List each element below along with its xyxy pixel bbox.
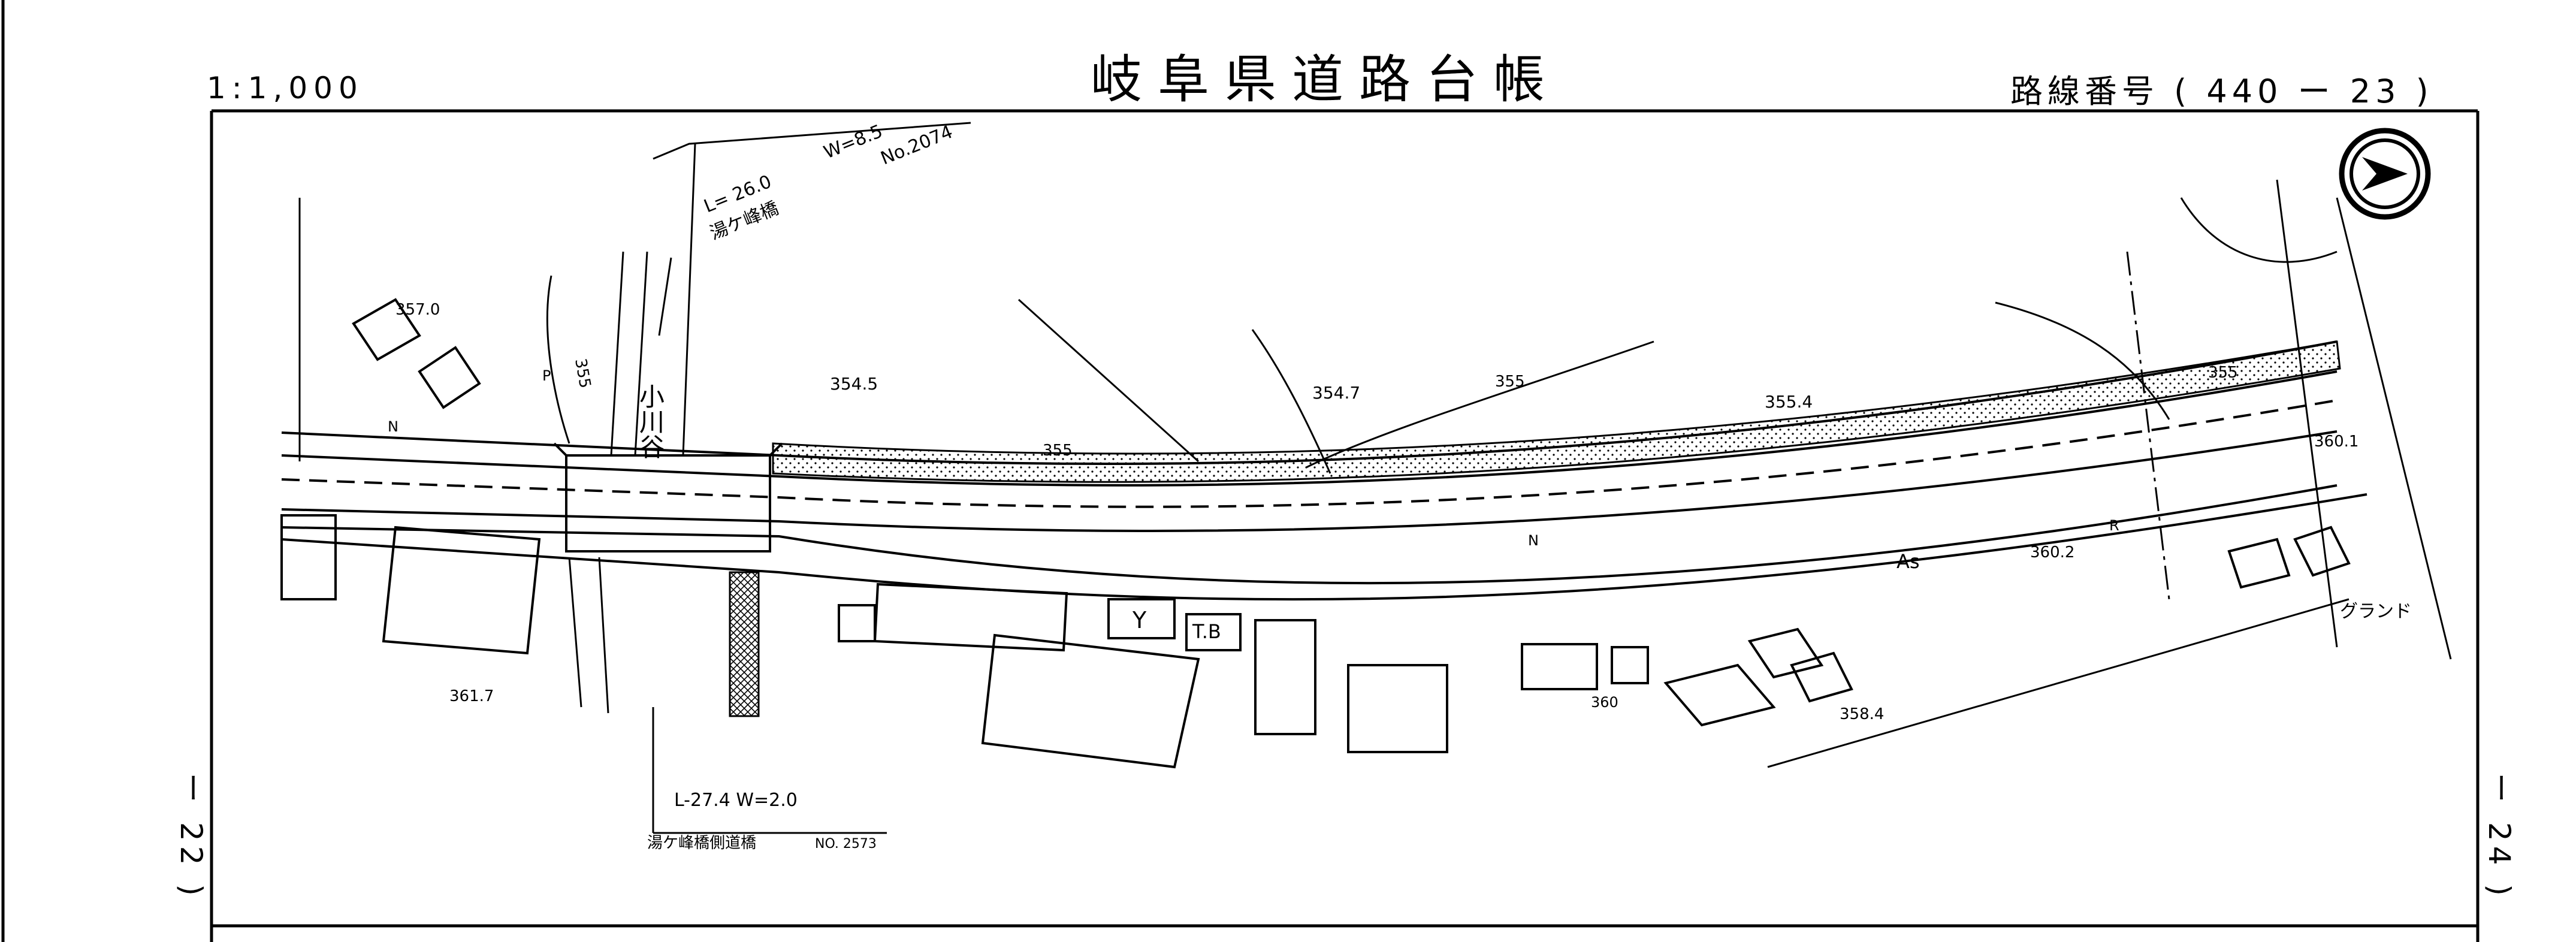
route-prefix: 路線番号 <box>2010 73 2159 110</box>
contour-355-c: 355 <box>2208 364 2238 382</box>
mark-n-1: N <box>388 418 398 435</box>
mark-r: R <box>2109 517 2119 534</box>
river-channel <box>546 251 648 714</box>
bridge-abutment <box>729 571 760 717</box>
route-number: 路線番号 ( 440 ー 23 ) <box>2010 65 2433 112</box>
mark-tb: T.B <box>1192 620 1221 643</box>
elev-354-7: 354.7 <box>1312 383 1360 403</box>
river-label: 小川谷 <box>636 384 665 459</box>
footbridge-no: NO. 2573 <box>815 837 877 852</box>
map-frame <box>210 109 2480 942</box>
mark-y: Y <box>1132 607 1147 633</box>
surface-as: As <box>1896 550 1920 573</box>
elev-360: 360 <box>1591 694 1618 711</box>
scale-label: 1:1,000 <box>207 71 364 105</box>
footbridge-name: 湯ケ峰橋側道橋 <box>647 834 756 852</box>
bridge-structure <box>553 442 783 552</box>
elev-361-7: 361.7 <box>449 687 494 705</box>
elev-357: 357.0 <box>395 301 440 319</box>
mark-p: P <box>542 367 551 384</box>
elev-360-2: 360.2 <box>2030 544 2074 561</box>
north-arrow-icon <box>2339 128 2431 220</box>
elev-360-1: 360.1 <box>2314 433 2358 451</box>
left-adjacent-sheet: ー 22 ) <box>174 773 209 901</box>
elev-358-4: 358.4 <box>1840 705 1884 723</box>
contour-355-d: 355 <box>571 357 594 390</box>
elev-354-5: 354.5 <box>830 374 878 394</box>
route-code: ( 440 ー 23 ) <box>2174 73 2433 110</box>
buildings <box>280 298 2351 769</box>
contour-355-b: 355 <box>1495 373 1525 391</box>
grand-label: グランド <box>2340 601 2412 622</box>
contours <box>298 122 2452 834</box>
mark-n-2: N <box>1528 532 1539 549</box>
elev-355-4: 355.4 <box>1765 392 1813 412</box>
right-adjacent-sheet: ー 24 ) <box>2482 773 2517 901</box>
contour-355-a: 355 <box>1043 442 1073 460</box>
bridge-top-width: W=8.5 <box>821 121 886 164</box>
footbridge-dims: L-27.4 W=2.0 <box>674 790 798 811</box>
road-shoulder-strip <box>772 340 2341 483</box>
page-title: 岐阜県道路台帳 <box>1091 50 1560 110</box>
building-y <box>1107 598 1176 639</box>
map-labels: L= 26.0 W=8.5 No.2074 湯ケ峰橋 小川谷 357.0 354… <box>388 121 2412 852</box>
